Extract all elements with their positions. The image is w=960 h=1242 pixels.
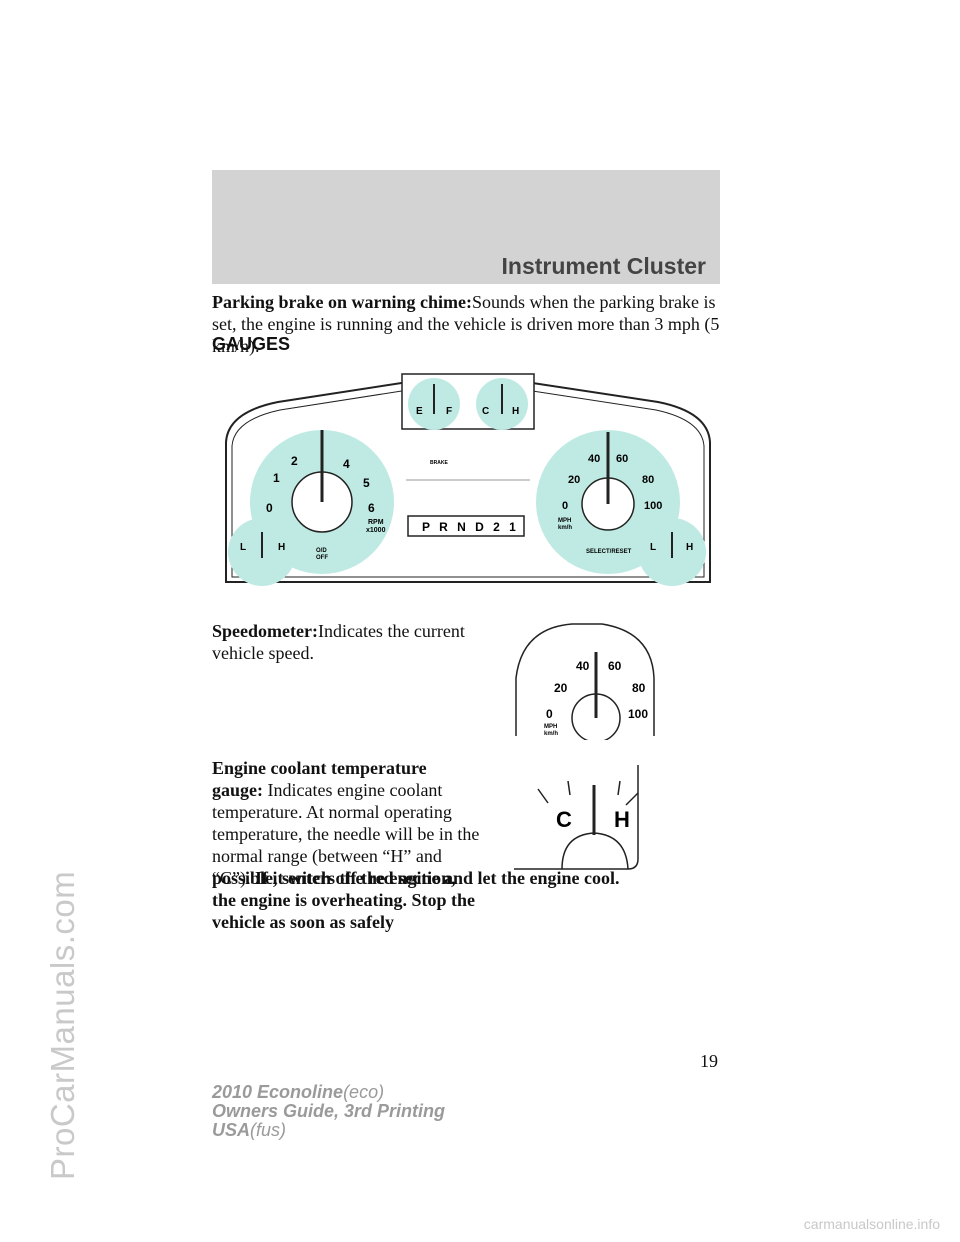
speed-unit: MPH: [544, 724, 557, 730]
mph-label: 100: [644, 500, 662, 512]
speed-unit: MPH: [558, 518, 571, 524]
low-label: L: [240, 542, 246, 553]
coolant-paragraph: Engine coolant temperature gauge: Indica…: [212, 757, 482, 933]
temp-h-label: H: [614, 807, 630, 832]
coolant-warning-continued: possible, switch off the engine and let …: [212, 868, 620, 888]
mph-label: 20: [554, 681, 568, 695]
fuel-e-label: E: [416, 406, 423, 417]
tach-label: 0: [266, 501, 273, 515]
watermark-text: ProCarManuals.com: [44, 870, 81, 1180]
section-header: Instrument Cluster: [212, 170, 720, 284]
mph-label: 80: [632, 681, 646, 695]
coolant-label: Engine coolant temperature gauge:: [212, 758, 427, 800]
document-footer: 2010 Econoline(eco) Owners Guide, 3rd Pr…: [212, 1083, 445, 1140]
speed-unit: km/h: [558, 525, 572, 531]
tach-label: 5: [363, 476, 370, 490]
coolant-text: Indicates engine coolant temperature. At…: [212, 780, 480, 888]
mph-label: 0: [562, 500, 568, 512]
select-reset-label: SELECT/RESET: [586, 549, 632, 555]
temp-c-label: C: [556, 807, 572, 832]
tach-label: 2: [291, 454, 298, 468]
page-number: 19: [700, 1051, 718, 1071]
mph-label: 60: [616, 453, 628, 465]
mph-label: 100: [628, 707, 648, 721]
tach-label: 4: [343, 457, 350, 471]
speedometer-paragraph: Speedometer:Indicates the current vehicl…: [212, 620, 512, 664]
gear-indicator: P R N D 2 1: [422, 520, 519, 534]
mph-label: 60: [608, 659, 622, 673]
section-title: Instrument Cluster: [501, 253, 706, 279]
speed-unit: km/h: [544, 731, 558, 737]
site-watermark: carmanualsonline.info: [803, 1216, 940, 1232]
tach-label: 1: [273, 471, 280, 485]
chime-label: Parking brake on warning chime:: [212, 292, 473, 312]
tach-label: 6: [368, 501, 375, 515]
coolant-warning: If it enters the red section, the engine…: [212, 868, 475, 932]
temp-c-label: C: [482, 406, 489, 417]
mph-label: 80: [642, 474, 654, 486]
chime-paragraph: Parking brake on warning chime:Sounds wh…: [212, 291, 720, 357]
footer-guide: Owners Guide, 3rd Printing: [212, 1101, 446, 1121]
tach-unit: x1000: [366, 527, 386, 534]
mph-label: 40: [588, 453, 600, 465]
footer-region-code: (fus): [250, 1120, 287, 1140]
footer-model-code: (eco): [343, 1082, 385, 1102]
low-label: L: [650, 542, 656, 553]
gauges-heading: GAUGES: [212, 334, 291, 354]
fuel-f-label: F: [446, 406, 452, 417]
speedometer-text: Indicates the current vehicle speed.: [212, 621, 465, 663]
speedometer-label: Speedometer:: [212, 621, 318, 641]
tach-unit: RPM: [368, 519, 384, 526]
chime-text: Sounds when the parking brake is set, th…: [212, 292, 720, 356]
speedometer-detail-illustration: 0 20 40 60 80 100 MPH km/h: [515, 623, 655, 740]
instrument-cluster-illustration: E F C H 0 1 2 4 5 6 RPM x1000 L H O/D OF…: [225, 373, 711, 586]
mph-label: 40: [576, 659, 590, 673]
mph-label: 0: [546, 707, 553, 721]
side-watermark: ProCarManuals.com: [0, 0, 81, 1242]
coolant-gauge-illustration: C H: [514, 765, 639, 870]
brake-lamp-label: BRAKE: [430, 460, 448, 466]
footer-model: 2010 Econoline: [212, 1082, 344, 1102]
footer-region: USA: [212, 1120, 251, 1140]
temp-h-label: H: [512, 406, 519, 417]
od-off-label: O/D: [316, 548, 327, 554]
high-label: H: [278, 542, 285, 553]
mph-label: 20: [568, 474, 580, 486]
od-off-label: OFF: [316, 555, 328, 561]
high-label: H: [686, 542, 693, 553]
